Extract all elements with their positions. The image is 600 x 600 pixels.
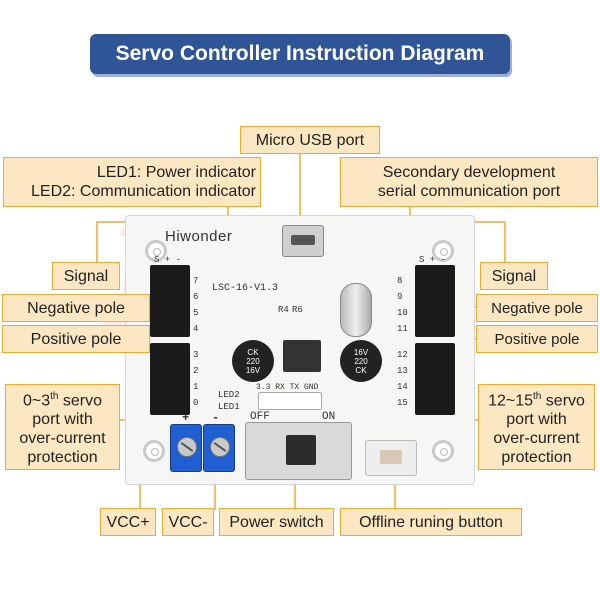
- silk-led2: LED2: [218, 390, 240, 400]
- servo-12-15-sup: th: [533, 390, 542, 402]
- port-5: 5: [193, 308, 199, 318]
- mount-hole-top-right: [432, 240, 454, 262]
- serial-pins-label: 3.3 RX TX GND: [256, 383, 319, 392]
- port-1: 1: [193, 382, 199, 392]
- servo-12-15-line2: port with: [506, 411, 567, 429]
- servo-12-15-range: 12~15: [488, 392, 533, 410]
- servo-header-right-top[interactable]: [415, 265, 455, 337]
- vcc-minus-terminal[interactable]: [203, 424, 235, 472]
- label-positive-right: Positive pole: [476, 325, 598, 353]
- switch-on-label: ON: [322, 411, 336, 423]
- label-led1: LED1: Power indicator: [96, 164, 256, 181]
- servo-12-15-line3: over-current: [493, 430, 580, 448]
- label-led-indicators: LED1: Power indicator LED2: Communicatio…: [3, 157, 261, 207]
- micro-usb-port[interactable]: [282, 225, 324, 257]
- label-servo-12-15: 12~15th servo port with over-current pro…: [478, 384, 595, 470]
- port-13: 13: [397, 366, 408, 376]
- power-switch[interactable]: [245, 422, 352, 480]
- silk-r6: R6: [292, 305, 303, 315]
- label-led2: LED2: Communication indicator: [31, 183, 256, 200]
- servo-0-3-sup: th: [50, 390, 59, 402]
- label-serial-line2: serial communication port: [377, 183, 561, 200]
- crystal-oscillator: [340, 283, 372, 337]
- capacitor-right: 16V 220 CK: [340, 340, 382, 382]
- label-signal-right: Signal: [480, 262, 548, 290]
- port-6: 6: [193, 292, 199, 302]
- board-brand: Hiwonder: [165, 228, 233, 245]
- vcc-minus-sign: -: [212, 411, 220, 425]
- screw-icon: [177, 437, 197, 457]
- label-negative-left: Negative pole: [2, 294, 150, 322]
- port-14: 14: [397, 382, 408, 392]
- label-power-switch: Power switch: [219, 508, 334, 536]
- serial-port-header[interactable]: [258, 392, 322, 410]
- pin-header-left-label: S + -: [154, 255, 182, 265]
- mount-hole-top-left: [145, 240, 167, 262]
- capacitor-left: CK 220 16V: [232, 340, 274, 382]
- port-15: 15: [397, 398, 408, 408]
- silk-led1: LED1: [218, 402, 240, 412]
- label-vcc-minus: VCC-: [162, 508, 214, 536]
- port-7: 7: [193, 276, 199, 286]
- vcc-plus-sign: +: [182, 411, 190, 425]
- port-9: 9: [397, 292, 403, 302]
- label-signal-left: Signal: [52, 262, 120, 290]
- label-serial-line1: Secondary development: [382, 164, 556, 181]
- servo-0-3-line3: over-current: [19, 430, 106, 448]
- switch-off-label: OFF: [250, 411, 270, 423]
- port-11: 11: [397, 324, 408, 334]
- port-10: 10: [397, 308, 408, 318]
- servo-0-3-line2: port with: [32, 411, 93, 429]
- port-0: 0: [193, 398, 199, 408]
- label-negative-right: Negative pole: [476, 294, 598, 322]
- port-4: 4: [193, 324, 199, 334]
- voltage-regulator: [283, 340, 321, 372]
- servo-0-3-range: 0~3: [22, 392, 51, 410]
- servo-0-3-line4: protection: [27, 449, 98, 467]
- mount-hole-bottom-left: [143, 440, 165, 462]
- switch-knob[interactable]: [286, 435, 316, 465]
- servo-header-left-top[interactable]: [150, 265, 190, 337]
- screw-icon: [210, 437, 230, 457]
- label-positive-left: Positive pole: [2, 325, 150, 353]
- pin-header-right-label: S + -: [419, 255, 447, 265]
- vcc-plus-terminal[interactable]: [170, 424, 202, 472]
- silk-r4: R4: [278, 305, 289, 315]
- diagram-title: Servo Controller Instruction Diagram: [90, 34, 510, 74]
- port-3: 3: [193, 350, 199, 360]
- label-offline-button: Offline runing button: [340, 508, 522, 536]
- port-8: 8: [397, 276, 403, 286]
- label-vcc-plus: VCC+: [100, 508, 156, 536]
- servo-header-right-bottom[interactable]: [415, 343, 455, 415]
- label-micro-usb: Micro USB port: [240, 126, 380, 154]
- port-12: 12: [397, 350, 408, 360]
- servo-header-left-bottom[interactable]: [150, 343, 190, 415]
- servo-0-3-word: servo: [58, 392, 103, 410]
- servo-12-15-line4: protection: [501, 449, 572, 467]
- mount-hole-bottom-right: [432, 440, 454, 462]
- servo-12-15-word: servo: [541, 392, 585, 410]
- offline-run-button[interactable]: [365, 440, 417, 476]
- label-serial-port: Secondary development serial communicati…: [340, 157, 598, 207]
- board-model: LSC-16-V1.3: [212, 283, 279, 294]
- port-2: 2: [193, 366, 199, 376]
- label-servo-0-3: 0~3th servo port with over-current prote…: [5, 384, 120, 470]
